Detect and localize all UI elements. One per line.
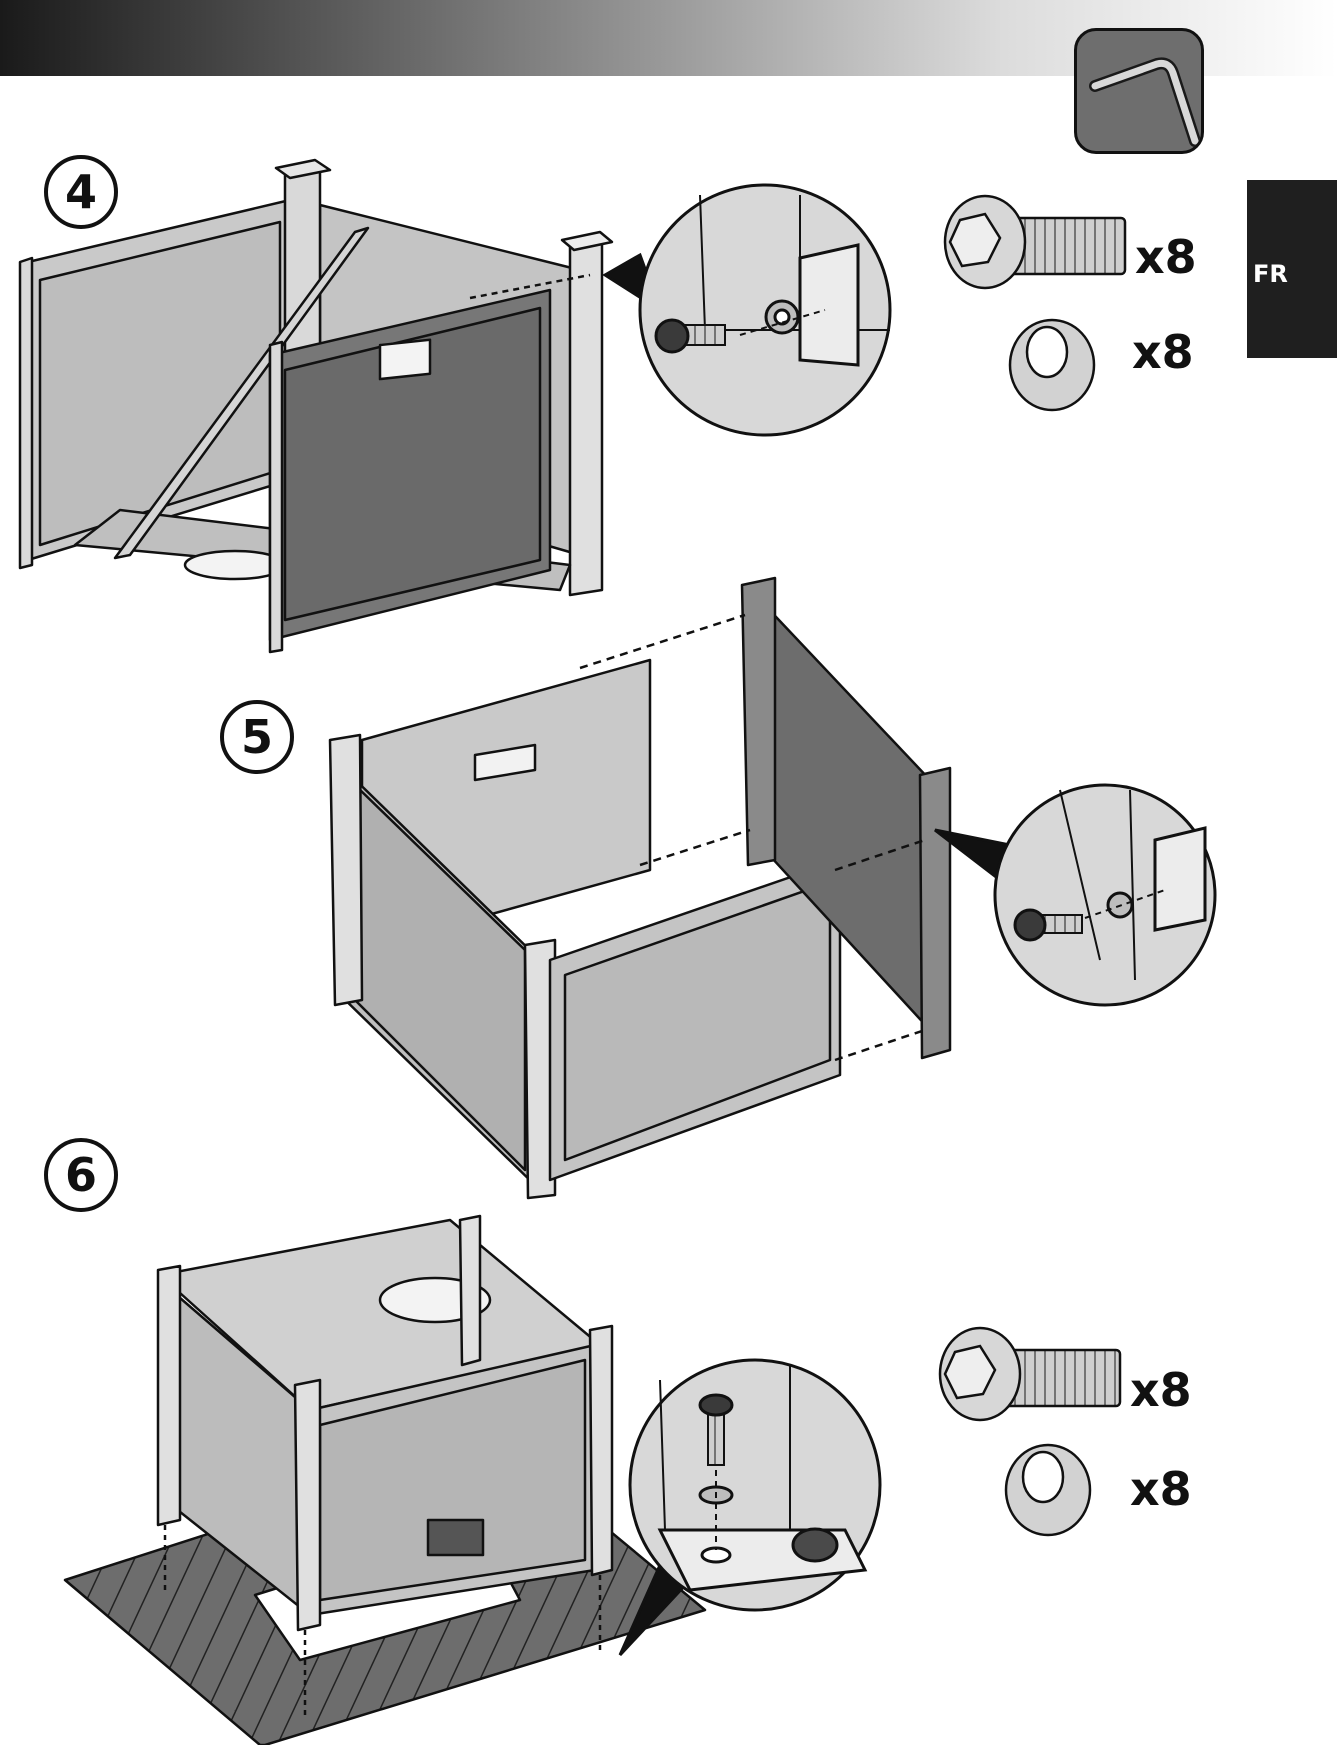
step4-washer-icon: [1008, 318, 1096, 412]
step5-illustration: [328, 576, 952, 1200]
step4-illustration: [18, 158, 614, 654]
washer-quantity-step4: x8: [1132, 325, 1194, 379]
step6-detail-zoom: [618, 1358, 882, 1657]
bolt-quantity-step4: x8: [1135, 230, 1197, 284]
step-number-6: 6: [44, 1138, 118, 1212]
step6-washer-icon: [1004, 1443, 1092, 1537]
hex-key-tool-box: [1074, 28, 1204, 154]
step4-detail-zoom: [602, 183, 892, 437]
step6-illustration: [63, 1214, 707, 1745]
step4-bolt-icon: [943, 194, 1127, 290]
step5-detail-zoom: [934, 783, 1217, 1007]
hex-key-icon: [1089, 57, 1201, 147]
bolt-quantity-step6: x8: [1130, 1363, 1192, 1417]
language-tab: FR: [1247, 180, 1337, 358]
step-number-4: 4: [44, 155, 118, 229]
step6-bolt-icon: [938, 1326, 1122, 1422]
washer-quantity-step6: x8: [1130, 1462, 1192, 1516]
step-number-5: 5: [220, 700, 294, 774]
language-label: FR: [1253, 260, 1288, 288]
